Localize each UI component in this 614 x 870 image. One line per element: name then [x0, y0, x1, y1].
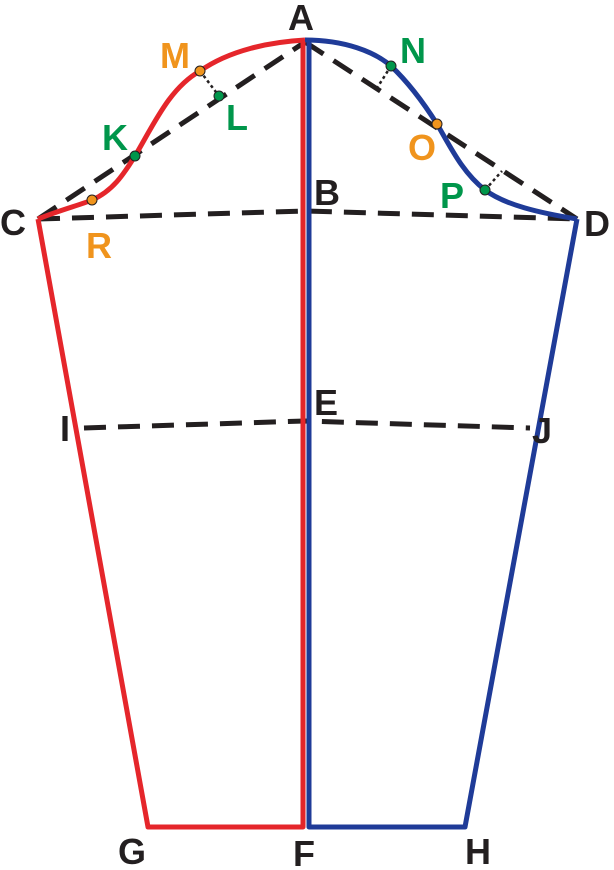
label-R: R: [86, 225, 112, 266]
label-L: L: [226, 97, 248, 138]
perp-N: [375, 65, 393, 89]
label-M: M: [160, 35, 190, 76]
label-E: E: [314, 382, 338, 423]
label-I: I: [60, 408, 70, 449]
label-K: K: [102, 117, 128, 158]
label-B: B: [314, 172, 340, 213]
point-R-marker: [86, 194, 98, 206]
label-P: P: [440, 175, 464, 216]
perp-P: [484, 170, 503, 191]
point-N-marker: [385, 60, 397, 72]
line-C-A: [36, 39, 307, 222]
point-K-marker: [129, 150, 141, 162]
front-sleeve-half: [35, 37, 306, 830]
point-L-marker: [213, 90, 225, 102]
back-sleeve-outline: [306, 42, 580, 830]
label-A: A: [288, 0, 314, 38]
label-D: D: [584, 203, 610, 244]
label-F: F: [293, 833, 315, 870]
point-P-marker: [479, 184, 491, 196]
marker-dots: [86, 60, 491, 206]
point-M-marker: [194, 65, 206, 77]
label-C: C: [0, 202, 26, 243]
point-O-marker: [431, 118, 443, 130]
line-C-B-D: [37, 208, 578, 222]
label-N: N: [400, 30, 426, 71]
label-H: H: [465, 831, 491, 870]
label-J: J: [532, 410, 552, 451]
front-sleeve-cap-curve: [37, 37, 306, 222]
label-G: G: [118, 831, 146, 870]
label-O: O: [408, 127, 436, 168]
line-A-D: [303, 39, 579, 222]
front-sleeve-outline: [35, 42, 306, 830]
